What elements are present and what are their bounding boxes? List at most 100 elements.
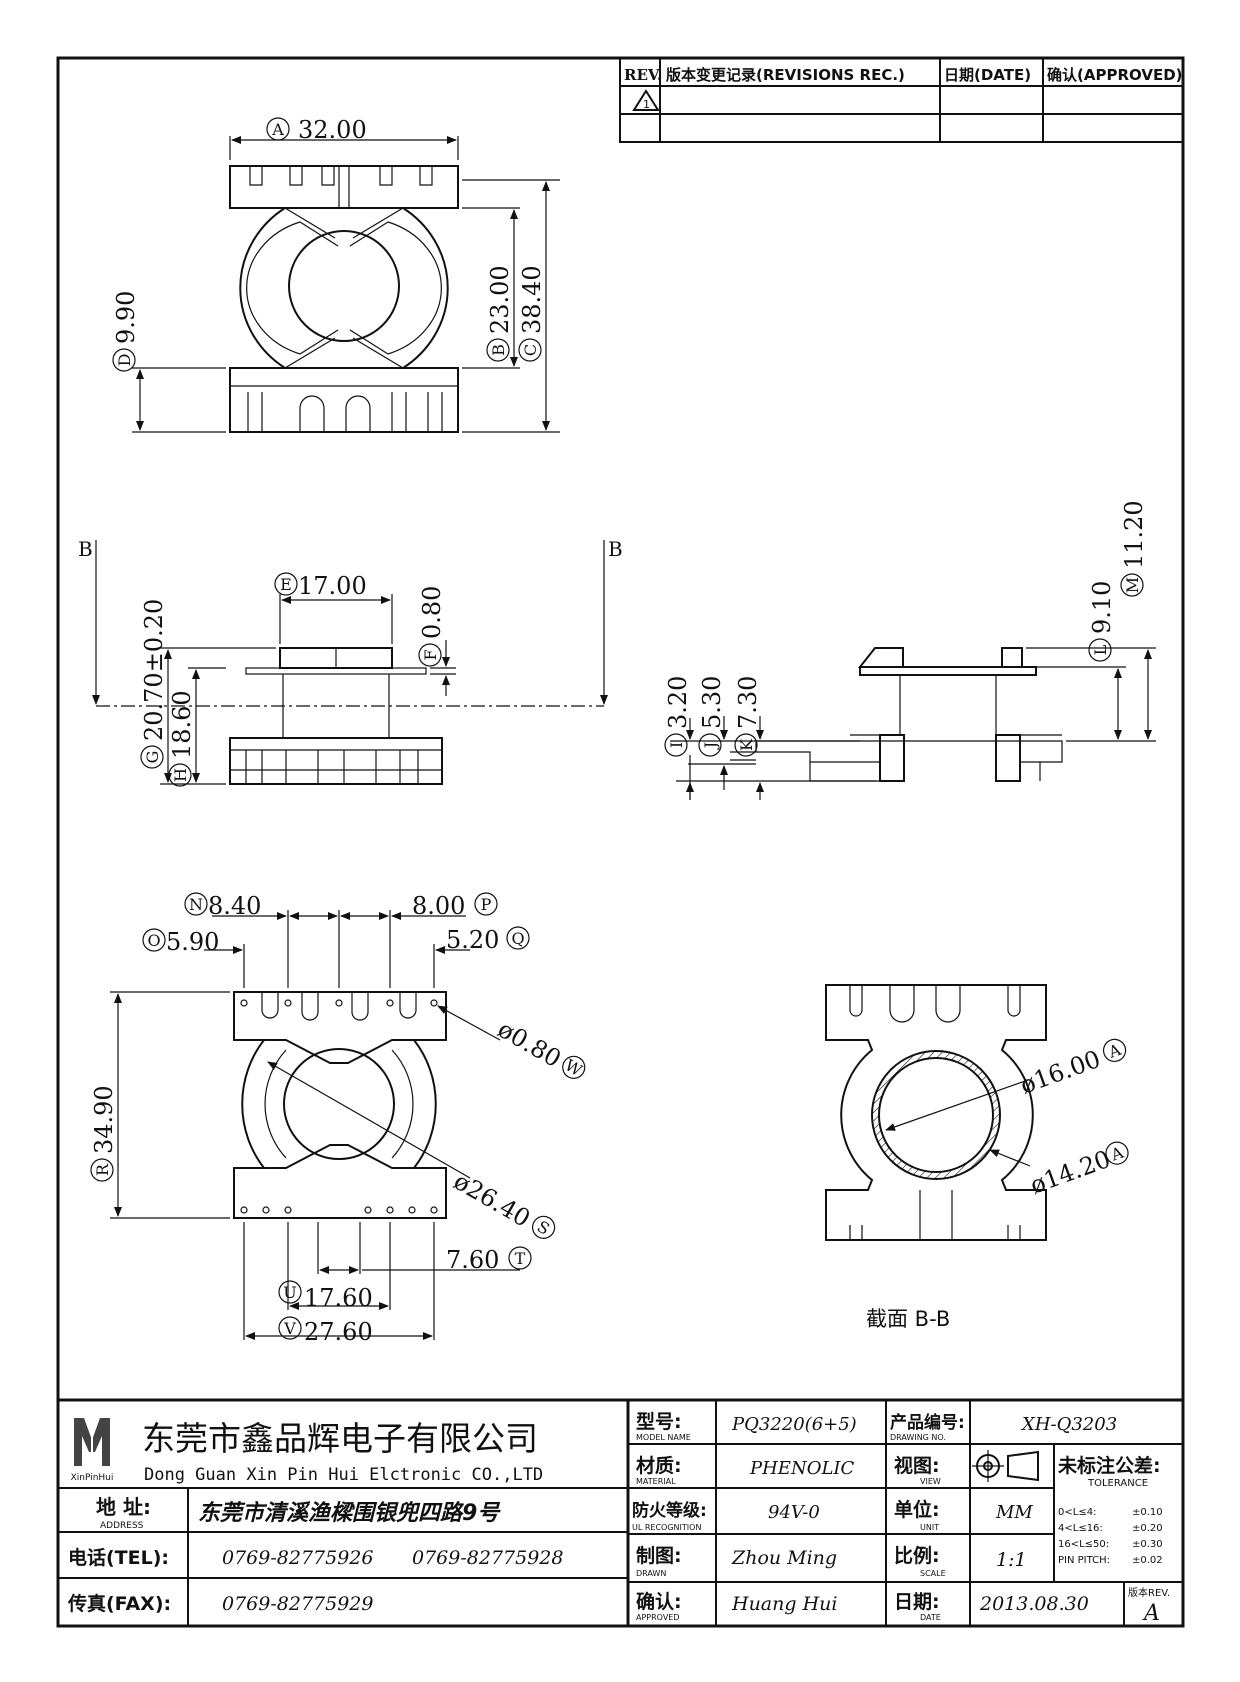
svg-text:T: T <box>515 1249 526 1268</box>
date-value: 2013.08.30 <box>979 1593 1089 1615</box>
svg-text:17.60: 17.60 <box>304 1284 373 1312</box>
address-label-en: ADDRESS <box>100 1521 144 1531</box>
svg-text:A: A <box>271 120 284 139</box>
svg-text:0<L≤4:: 0<L≤4: <box>1058 1507 1096 1518</box>
svg-text:XinPinHui: XinPinHui <box>71 1473 114 1483</box>
dim-N: N 8.40 <box>184 892 261 920</box>
unit-label-en: UNIT <box>920 1523 939 1532</box>
view-label: 视图: <box>894 1454 940 1477</box>
svg-text:D: D <box>115 354 134 367</box>
svg-text:O: O <box>147 931 160 950</box>
svg-text:8.40: 8.40 <box>208 892 261 920</box>
date-label: 日期: <box>894 1591 940 1613</box>
dim-K: K7.30 <box>734 676 762 757</box>
top-view <box>132 136 560 433</box>
svg-text:E: E <box>280 575 292 594</box>
svg-text:9.10: 9.10 <box>1088 581 1116 634</box>
svg-text:27.60: 27.60 <box>304 1318 373 1346</box>
title-block: XinPinHui 东莞市鑫品辉电子有限公司 Dong Guan Xin Pin… <box>56 1398 1185 1628</box>
company-logo: XinPinHui <box>71 1418 114 1483</box>
drawn-label: 制图: <box>636 1544 682 1567</box>
approved-value: Huang Hui <box>731 1593 837 1615</box>
drawing-no-label: 产品编号: <box>890 1412 965 1433</box>
unit-value: MM <box>995 1502 1033 1523</box>
svg-text:ø14.20: ø14.20 <box>1026 1145 1114 1200</box>
svg-text:32.00: 32.00 <box>298 116 367 144</box>
dim-A-outer: ø14.20A <box>1026 1141 1129 1200</box>
ul-value: 94V-0 <box>768 1502 820 1523</box>
svg-text:ø26.40: ø26.40 <box>449 1167 535 1233</box>
svg-text:G: G <box>143 751 162 764</box>
svg-text:9.90: 9.90 <box>112 291 140 344</box>
svg-text:N: N <box>189 895 203 914</box>
cut-label-left: B <box>78 537 93 561</box>
svg-text:38.40: 38.40 <box>518 265 546 334</box>
svg-text:K: K <box>737 738 756 751</box>
dim-C: C38.40 <box>518 265 546 362</box>
dim-V: V 27.60 <box>278 1316 373 1346</box>
svg-text:0.80: 0.80 <box>418 586 446 639</box>
svg-text:ø16.00: ø16.00 <box>1016 1045 1104 1100</box>
svg-text:11.20: 11.20 <box>1120 500 1148 569</box>
tel-2: 0769-82775928 <box>412 1547 563 1569</box>
dim-I: I 3.20 <box>664 676 692 757</box>
material-label-en: MATERIAL <box>636 1477 676 1486</box>
revision-triangle-icon: 1 <box>632 89 660 111</box>
drawing-no-label-en: DRAWING NO. <box>890 1433 946 1442</box>
svg-text:±0.30: ±0.30 <box>1132 1539 1163 1550</box>
tolerance-table: 0<L≤4:±0.10 4<L≤16:±0.20 16<L≤50:±0.30 P… <box>1058 1507 1163 1566</box>
model-value: PQ3220(6+5) <box>731 1414 857 1435</box>
dim-A: A 32.00 <box>266 116 367 144</box>
revision-table: REV. 版本变更记录(REVISIONS REC.) 日期(DATE) 确认(… <box>619 57 1184 143</box>
svg-text:I: I <box>667 742 686 748</box>
scale-value: 1:1 <box>996 1549 1027 1571</box>
dim-H: H18.60 <box>168 690 196 787</box>
svg-text:B: B <box>489 344 508 356</box>
svg-text:V: V <box>283 1319 296 1338</box>
svg-text:17.00: 17.00 <box>298 572 367 600</box>
dim-S: ø26.40S <box>449 1167 556 1239</box>
dim-E: E 17.00 <box>274 572 367 600</box>
rev-label: 版本REV. <box>1128 1586 1170 1599</box>
date-header: 日期(DATE) <box>944 66 1031 84</box>
address-label: 地 址: <box>96 1495 151 1519</box>
scale-label: 比例: <box>894 1544 940 1567</box>
side-view: B B <box>78 537 623 785</box>
svg-text:20.70±0.20: 20.70±0.20 <box>140 599 168 741</box>
tel-1: 0769-82775926 <box>222 1547 373 1569</box>
dim-F: F0.80 <box>418 586 446 667</box>
material-label: 材质: <box>636 1454 682 1477</box>
svg-text:±0.10: ±0.10 <box>1132 1507 1163 1518</box>
approved-label-en: APPROVED <box>636 1613 680 1622</box>
model-label: 型号: <box>636 1410 682 1433</box>
dim-J: J5.30 <box>698 676 726 757</box>
svg-text:3.20: 3.20 <box>664 676 692 729</box>
svg-text:34.90: 34.90 <box>90 1085 118 1154</box>
svg-text:W: W <box>562 1055 586 1080</box>
svg-text:16<L≤50:: 16<L≤50: <box>1058 1539 1109 1550</box>
ul-label-en: UL RECOGNITION <box>632 1523 701 1532</box>
svg-text:M: M <box>1123 577 1142 593</box>
view-label-en: VIEW <box>920 1477 941 1486</box>
ul-label: 防火等级: <box>632 1500 707 1521</box>
dim-L: L9.10 <box>1088 581 1116 662</box>
fax-value: 0769-82775929 <box>222 1593 373 1615</box>
bottom-view <box>110 910 520 1340</box>
date-label-en: DATE <box>920 1613 941 1622</box>
pin-holes <box>240 999 438 1214</box>
svg-text:P: P <box>481 895 492 914</box>
rev-header: REV. <box>624 66 662 84</box>
drawing-no-value: XH-Q3203 <box>1020 1414 1117 1435</box>
material-value: PHENOLIC <box>749 1458 855 1479</box>
address-value: 东莞市清溪渔樑围银兜四路9号 <box>198 1500 501 1526</box>
dim-M: M 11.20 <box>1120 500 1148 597</box>
dim-W: ø0.80W <box>493 1015 586 1080</box>
dim-B: B23.00 <box>486 265 514 362</box>
svg-text:PIN PITCH:: PIN PITCH: <box>1058 1555 1110 1566</box>
